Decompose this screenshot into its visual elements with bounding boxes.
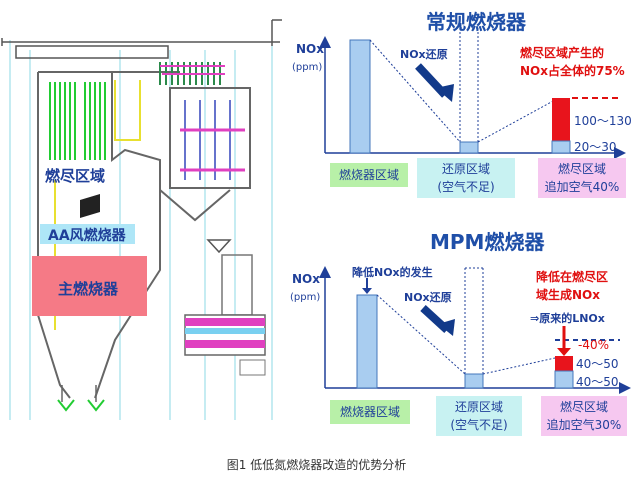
top-value-low: 20～30 <box>574 140 617 154</box>
main-burner-label: 主燃烧器 <box>58 280 119 298</box>
furnace-wall <box>37 72 161 399</box>
top-yaxis-unit: (ppm) <box>292 62 323 73</box>
top-zone-reduction-line2: (空气不足) <box>437 180 495 194</box>
bottom-bar-burnout-base <box>554 370 574 389</box>
bottom-zone-burner-line1: 燃烧器区域 <box>339 405 400 419</box>
top-value-high: 100～130 <box>574 114 632 128</box>
top-bar-burner-zone <box>349 39 371 154</box>
aa-air-burner-band <box>40 224 135 244</box>
bottom-zone-burnout-line1: 燃尽区域 <box>559 400 608 414</box>
bottom-zone-reduction-line2: (空气不足) <box>450 418 508 432</box>
bottom-compare-label: ⇒原来的LNOx <box>530 312 605 325</box>
top-chart-title: 常规燃烧器 <box>426 10 526 34</box>
top-zone-reduction: 还原区域 (空气不足) <box>417 158 515 198</box>
aa-air-burner-label: AA风燃烧器 <box>48 228 126 244</box>
water-wall-tubes <box>49 82 106 160</box>
bottom-reduction-label: NOx还原 <box>404 291 452 304</box>
main-burner-block <box>32 256 147 316</box>
top-bar-burnout-base <box>551 140 571 154</box>
top-chart <box>319 27 626 159</box>
top-note-line2: NOx占全体的75% <box>520 64 625 78</box>
bottom-bar-burner-zone <box>356 294 378 389</box>
top-zone-burnout-line2: 追加空气40% <box>544 180 620 194</box>
bottom-reduce-generation-label: 降低NOx的发生 <box>352 266 433 279</box>
top-bar-burnout-red <box>552 98 570 141</box>
top-zone-burnout-line1: 燃尽区域 <box>557 162 606 176</box>
bottom-value-reduction: -40% <box>578 338 610 352</box>
bottom-value-low: 40～50 <box>576 375 619 389</box>
top-zone-burner: 燃烧器区域 <box>330 163 408 187</box>
bottom-zone-burnout: 燃尽区域 追加空气30% <box>541 396 627 436</box>
burnout-zone-label: 燃尽区域 <box>45 167 106 185</box>
top-zone-burner-line1: 燃烧器区域 <box>338 168 399 182</box>
bottom-value-high: 40～50 <box>576 357 619 371</box>
bottom-note-line2: 域生成NOx <box>536 288 600 302</box>
top-zone-reduction-line1: 还原区域 <box>441 162 490 176</box>
bottom-chart <box>319 266 631 394</box>
top-zone-burnout: 燃尽区域 追加空气40% <box>538 158 626 198</box>
top-reduction-label: NOx还原 <box>400 48 448 61</box>
bottom-note-line1: 降低在燃尽区 <box>536 270 609 284</box>
bottom-zone-burner: 燃烧器区域 <box>330 400 410 424</box>
bottom-zone-reduction: 还原区域 (空气不足) <box>436 396 522 436</box>
bottom-yaxis-label: NOx <box>292 272 320 286</box>
boiler-schematic <box>1 19 282 420</box>
bottom-zone-reduction-line1: 还原区域 <box>454 400 503 414</box>
bottom-bar-reduction-zone <box>464 373 484 389</box>
bottom-bar-burnout-red <box>555 356 573 371</box>
bottom-chart-title: MPM燃烧器 <box>430 230 545 254</box>
top-yaxis-label: NOx <box>296 42 324 56</box>
bottom-zone-burnout-line2: 追加空气30% <box>546 418 622 432</box>
top-note-line1: 燃尽区域产生的 <box>520 46 605 60</box>
figure-caption: 图1 低低氮燃烧器改造的优势分析 <box>226 458 407 472</box>
bottom-yaxis-unit: (ppm) <box>290 292 321 303</box>
top-bar-reduction-zone <box>459 141 479 154</box>
